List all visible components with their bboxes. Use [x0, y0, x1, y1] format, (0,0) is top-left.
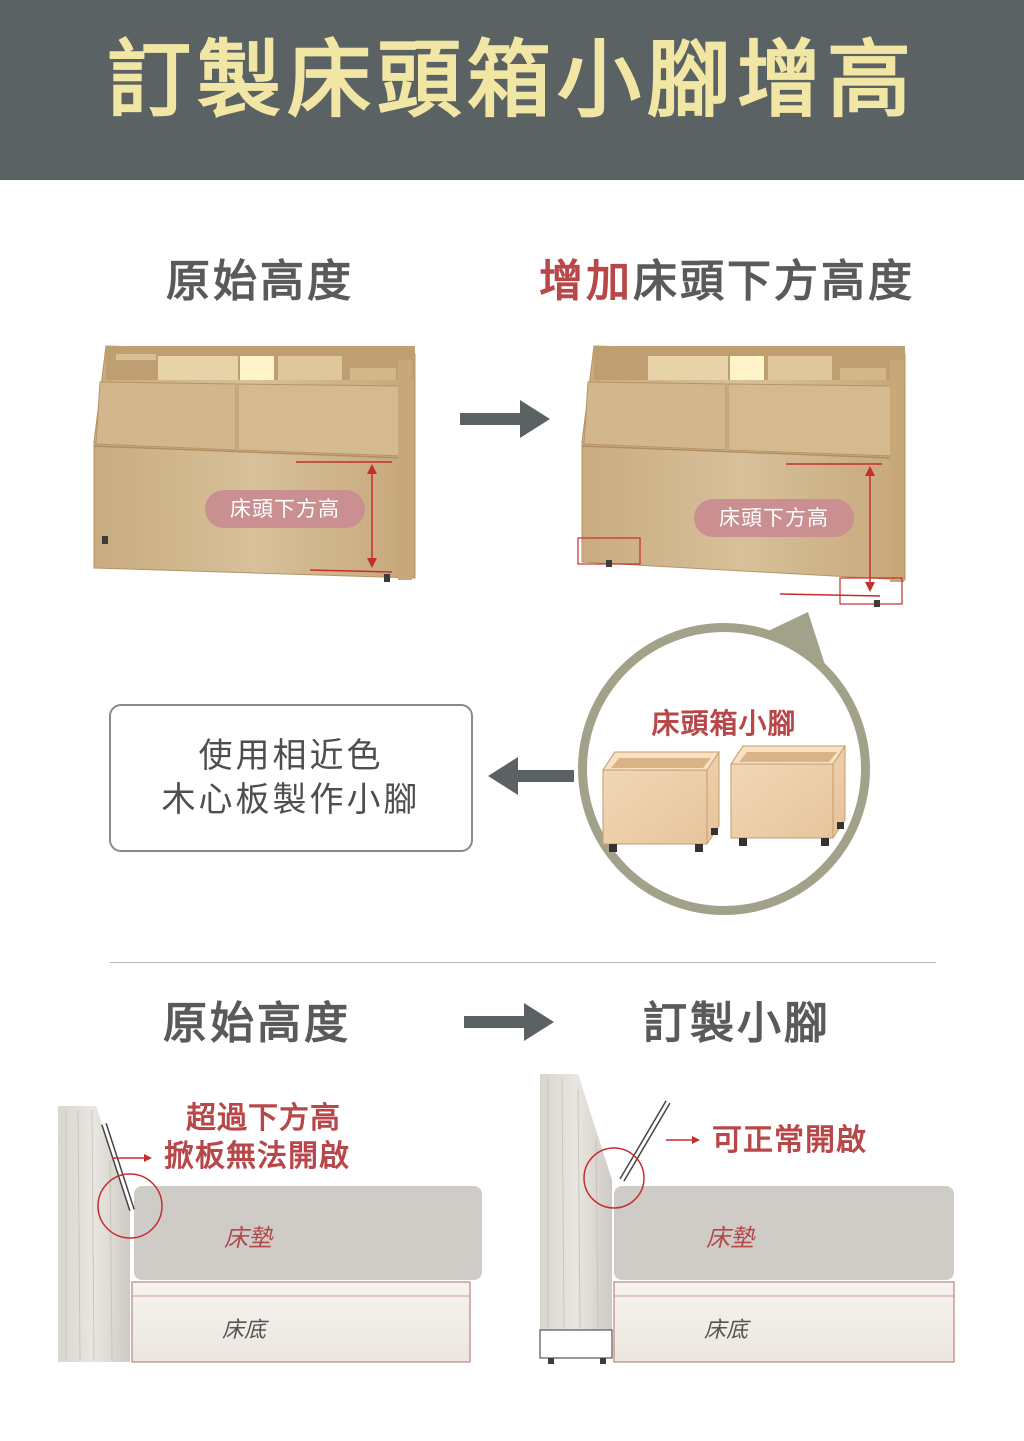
bottom-original-heading: 原始高度 [163, 998, 351, 1049]
legs-callout-title: 床頭箱小腳 [651, 707, 797, 740]
diagram-custom-legs [539, 1074, 955, 1364]
increase-rest-text: 床頭下方高度 [633, 256, 915, 307]
leg-box-right [730, 745, 846, 846]
warning-text: 超過下方高 掀板無法開啟 [164, 1100, 350, 1176]
arrow-right-bottom-icon [464, 1003, 554, 1041]
headboard-raised [577, 345, 906, 607]
warning-line-2: 掀板無法開啟 [164, 1139, 350, 1174]
title-banner: 訂製床頭箱小腳增高 [0, 0, 1024, 180]
original-height-text: 原始高度 [166, 256, 354, 307]
wooden-legs-image [602, 745, 846, 852]
arrow-right-icon [460, 400, 550, 438]
increase-height-heading: 增加床頭下方高度 [539, 260, 915, 304]
diagram-original [58, 1106, 482, 1363]
height-label-right: 床頭下方高 [694, 499, 854, 537]
bottom-custom-heading: 訂製小腳 [643, 998, 831, 1049]
page-title: 訂製床頭箱小腳增高 [106, 30, 917, 129]
base-label-left: 床底 [222, 1318, 267, 1343]
material-note-box: 使用相近色 木心板製作小腳 [109, 704, 473, 852]
legs-callout-circle: 床頭箱小腳 [578, 623, 870, 915]
increase-accent-text: 增加 [539, 256, 633, 307]
warning-line-1: 超過下方高 [186, 1101, 341, 1136]
mattress-label-right: 床墊 [706, 1224, 754, 1252]
base-label-right: 床底 [704, 1318, 749, 1343]
headboard-left [93, 345, 416, 582]
leg-box-left [602, 751, 720, 852]
note-line-2: 木心板製作小腳 [161, 780, 421, 820]
note-line-1: 使用相近色 [198, 736, 384, 776]
section-divider [110, 962, 936, 963]
mattress-label-left: 床墊 [224, 1224, 272, 1252]
arrow-left-icon [488, 757, 574, 795]
original-height-heading: 原始高度 [166, 260, 354, 304]
height-label-left: 床頭下方高 [205, 490, 365, 528]
ok-text: 可正常開啟 [712, 1123, 867, 1158]
